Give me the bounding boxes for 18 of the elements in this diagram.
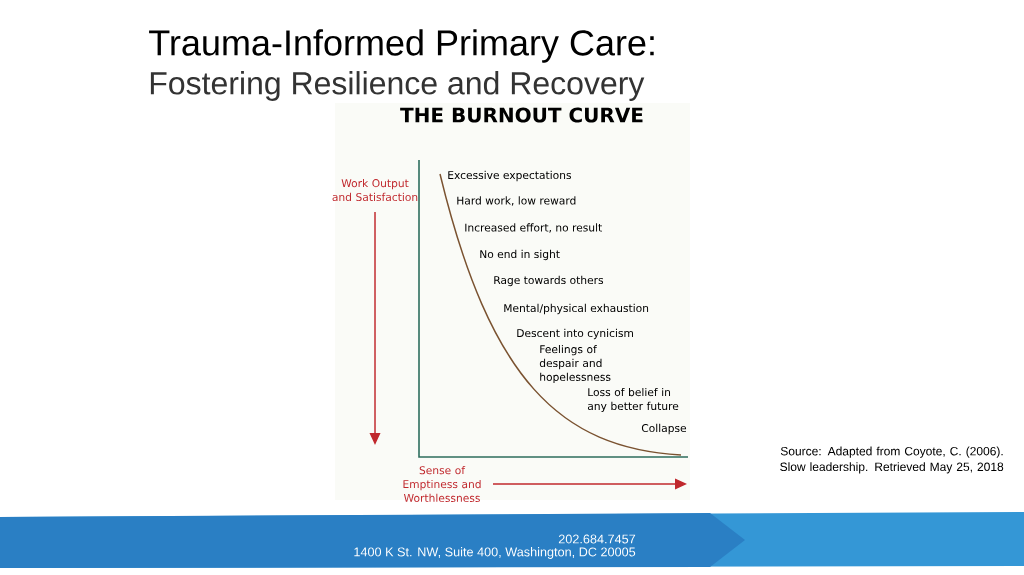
- chart-title: THE BURNOUT CURVE: [400, 107, 643, 123]
- stage-label: No end in sight: [480, 249, 560, 261]
- stage-label: Hard work, low reward: [457, 196, 576, 206]
- stage-label: Feelings of despair and hopelessness: [539, 345, 611, 384]
- stage-label: Collapse: [641, 423, 687, 435]
- axis-label: Work Output and Satisfaction: [332, 178, 418, 202]
- title: Trauma-Informed Primary Care:: [149, 29, 654, 63]
- stage-label: Excessive expectations: [448, 170, 571, 182]
- postal-address: 1400 K St. NW, Suite 400, Washington, DC 20005: [354, 547, 636, 559]
- stage-label: Rage towards others: [494, 275, 604, 287]
- stage-label: Mental/physical exhaustion: [504, 303, 649, 315]
- stage-label: Increased effort, no result: [465, 223, 602, 233]
- phone-number: 202.684.7457: [558, 534, 636, 544]
- stage-label: Loss of belief in any better future: [587, 387, 679, 413]
- source-note: Source: Adapted from Coyote, C. (2006). Slow leadership. Retrieved May 25, 2018: [780, 446, 1004, 474]
- subtitle: Fostering Resilience and Recovery: [150, 71, 645, 101]
- axis-label: Sense of Emptiness and Worthlessness: [403, 466, 481, 502]
- stage-label: Descent into cynicism: [517, 328, 633, 340]
